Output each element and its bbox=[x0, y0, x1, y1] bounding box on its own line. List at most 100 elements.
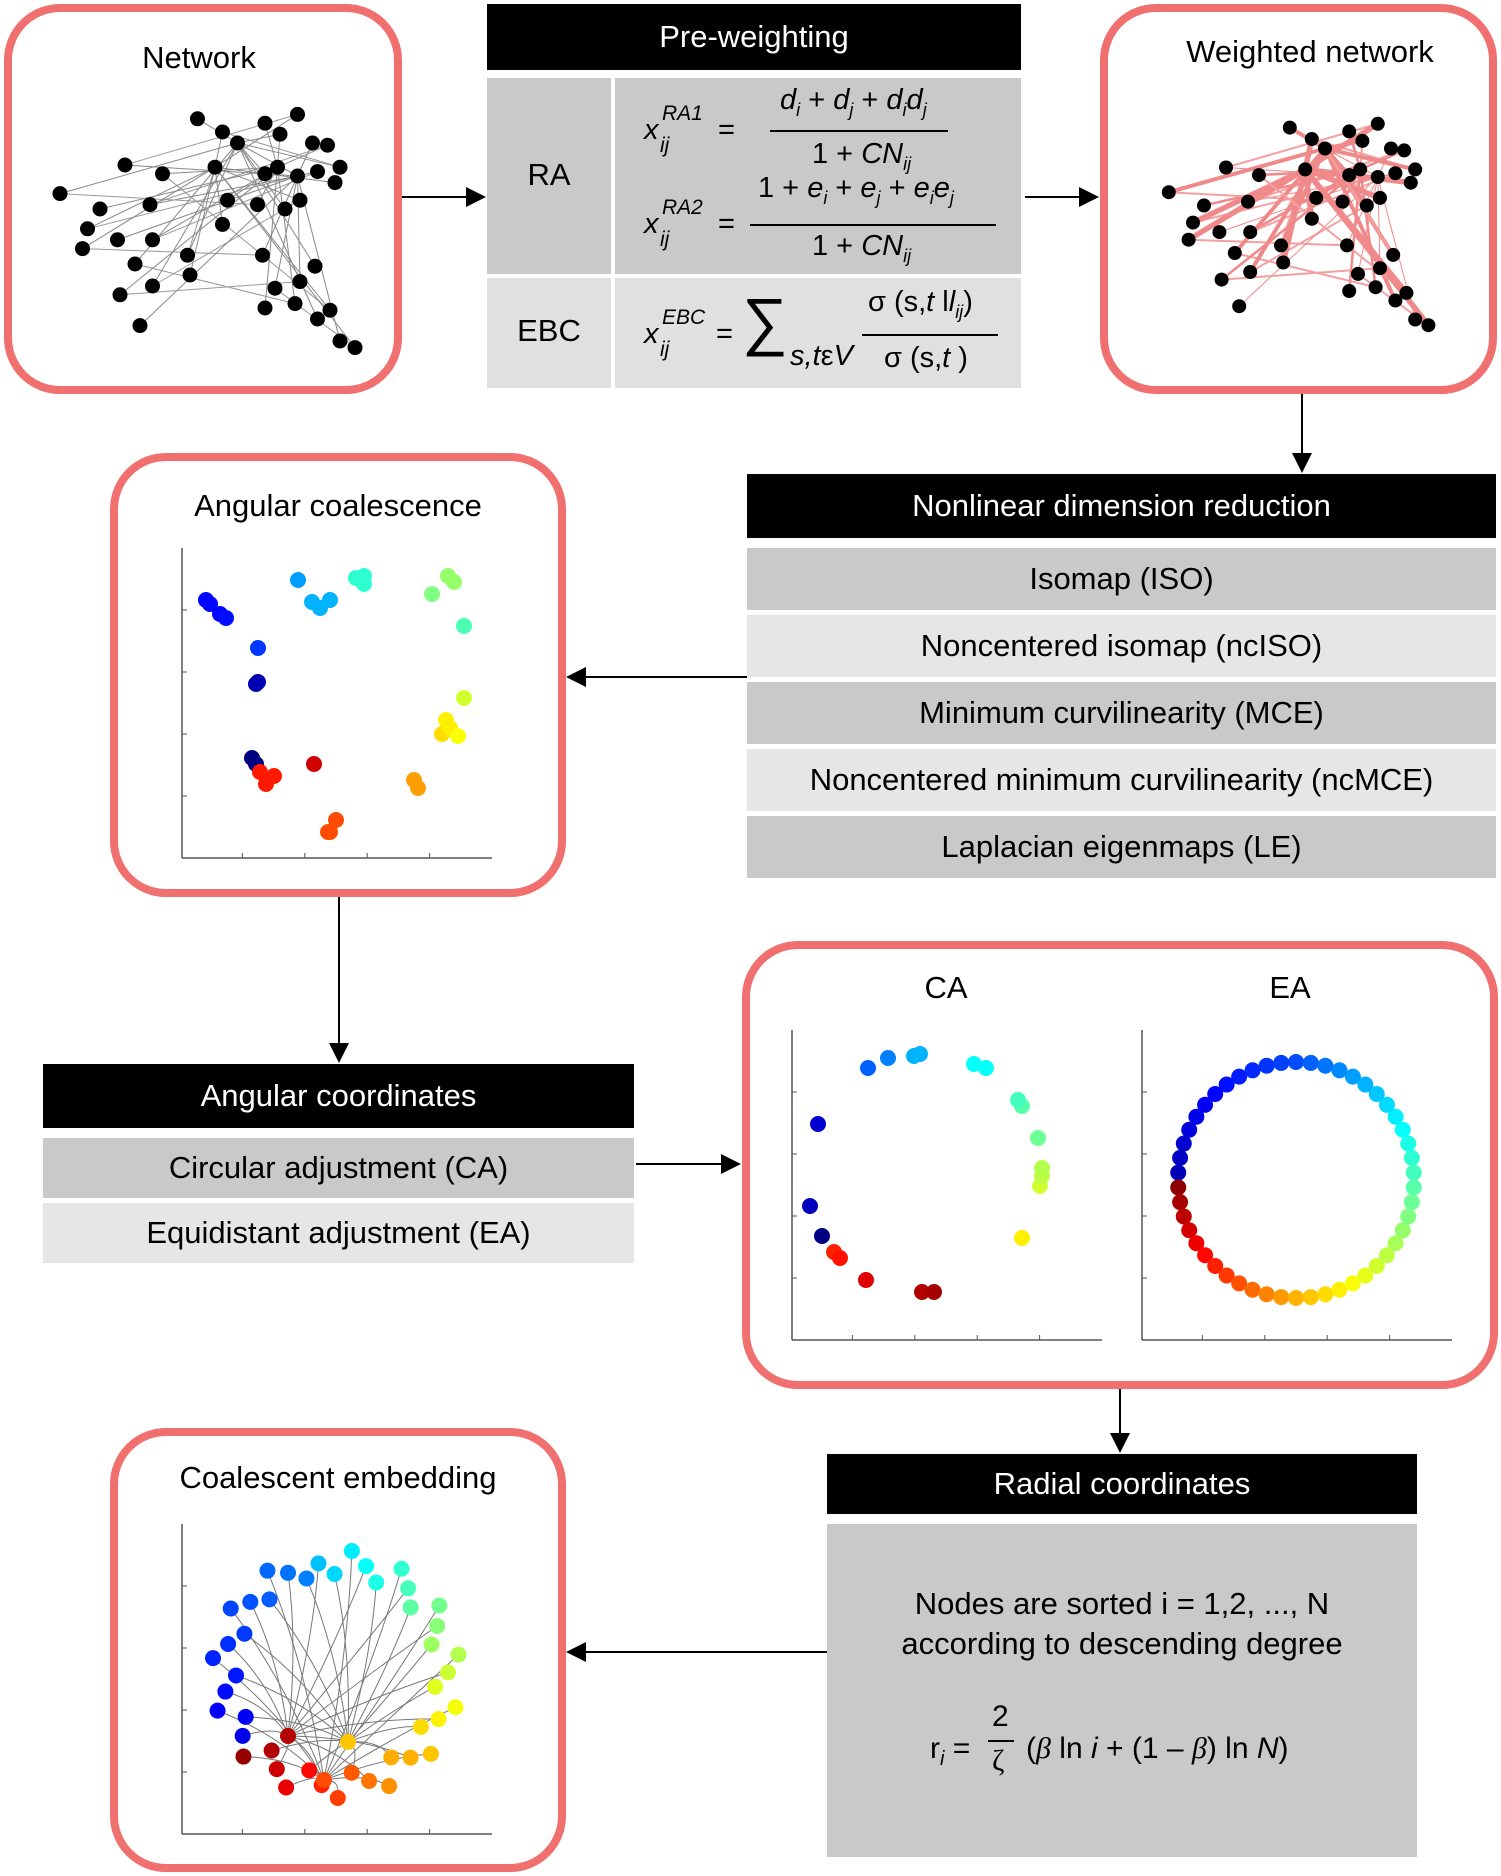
network-node bbox=[310, 164, 325, 180]
ea-point bbox=[1378, 1247, 1395, 1264]
ndr-item-nciso: Noncentered isomap (ncISO) bbox=[747, 615, 1496, 677]
embedding-node bbox=[329, 1789, 346, 1806]
network-node bbox=[215, 216, 230, 232]
network-edge bbox=[139, 175, 298, 326]
ea-point bbox=[1331, 1062, 1348, 1079]
embedding-edge bbox=[287, 1625, 438, 1737]
ca-point bbox=[814, 1228, 830, 1244]
scatter-point bbox=[218, 610, 234, 626]
ca-point bbox=[906, 1048, 922, 1064]
network-node bbox=[182, 267, 198, 283]
embedding-node bbox=[423, 1636, 440, 1653]
network-node bbox=[1186, 215, 1200, 230]
embedding-node bbox=[430, 1711, 447, 1728]
embedding-node bbox=[402, 1749, 419, 1766]
scatter-point bbox=[424, 586, 440, 602]
ea-point bbox=[1172, 1194, 1189, 1211]
scatter-point bbox=[306, 756, 322, 772]
scatter-point bbox=[328, 812, 344, 828]
network-edge bbox=[1324, 146, 1416, 172]
network-edge bbox=[1346, 176, 1379, 246]
ea-point bbox=[1273, 1054, 1290, 1071]
network-node bbox=[180, 247, 195, 263]
ra-label: RA bbox=[527, 157, 571, 192]
radial-coordinates-body bbox=[827, 1524, 1417, 1857]
ebc-formula-cell bbox=[615, 278, 1021, 388]
network-edge bbox=[187, 142, 238, 256]
embedding-hub bbox=[340, 1734, 356, 1750]
network-edge bbox=[59, 142, 238, 195]
network-node bbox=[1388, 166, 1403, 181]
network-node bbox=[1243, 225, 1258, 240]
embedding-edge bbox=[287, 1671, 449, 1737]
embedding-edge bbox=[245, 1716, 349, 1743]
ea-point bbox=[1368, 1258, 1385, 1275]
angular-coalescence-title: Angular coalescence bbox=[194, 488, 482, 523]
embedding-node bbox=[381, 1778, 398, 1795]
network-node bbox=[1181, 232, 1196, 247]
equidistant-adjustment-row: Equidistant adjustment (EA) bbox=[43, 1203, 634, 1263]
network-node bbox=[145, 278, 160, 294]
embedding-node bbox=[205, 1650, 222, 1667]
embedding-edge bbox=[347, 1582, 377, 1743]
ea-point bbox=[1378, 1096, 1395, 1113]
ea-point bbox=[1181, 1222, 1198, 1239]
ea-point bbox=[1188, 1235, 1205, 1252]
network-node bbox=[1342, 124, 1357, 139]
embedding-node bbox=[209, 1702, 226, 1719]
coalescent-embedding-graph bbox=[181, 1524, 492, 1835]
ea-point bbox=[1400, 1208, 1417, 1225]
embedding-node bbox=[234, 1727, 251, 1744]
circular-adjustment-row: Circular adjustment (CA) bbox=[43, 1138, 634, 1198]
embedding-node bbox=[429, 1618, 446, 1635]
network-node bbox=[75, 241, 90, 257]
ea-point bbox=[1288, 1054, 1304, 1070]
network-node bbox=[332, 159, 348, 175]
network-edge bbox=[214, 166, 331, 311]
ea-point bbox=[1331, 1281, 1348, 1298]
embedding-node bbox=[237, 1708, 254, 1725]
network-node bbox=[322, 302, 338, 318]
ea-point bbox=[1387, 1108, 1404, 1125]
embedding-node bbox=[326, 1566, 343, 1583]
network-node bbox=[1298, 162, 1313, 177]
network-edge bbox=[297, 175, 301, 282]
embedding-node bbox=[450, 1646, 467, 1663]
ea-point bbox=[1258, 1286, 1275, 1303]
network-node bbox=[250, 197, 265, 213]
ea-point bbox=[1394, 1222, 1411, 1239]
network-node bbox=[257, 166, 273, 182]
network-node bbox=[1197, 198, 1211, 213]
network-node bbox=[1212, 225, 1227, 240]
embedding-edge bbox=[287, 1588, 409, 1737]
ea-point bbox=[1302, 1054, 1319, 1071]
network-node bbox=[1340, 238, 1354, 253]
embedding-node bbox=[310, 1555, 327, 1572]
embedding-node bbox=[368, 1574, 385, 1591]
ea-point bbox=[1317, 1286, 1334, 1303]
ca-title: CA bbox=[924, 970, 968, 1005]
scatter-point bbox=[322, 592, 338, 608]
embedding-node bbox=[412, 1718, 429, 1735]
ea-point bbox=[1207, 1085, 1224, 1102]
embedding-node bbox=[268, 1761, 285, 1778]
scatter-point bbox=[248, 676, 264, 692]
ea-point bbox=[1175, 1135, 1192, 1152]
embedding-edge bbox=[323, 1753, 431, 1781]
ea-point bbox=[1394, 1121, 1411, 1138]
embedding-node bbox=[301, 1762, 318, 1779]
network-node bbox=[1368, 280, 1383, 295]
network-node bbox=[1309, 190, 1324, 205]
embedding-node bbox=[263, 1742, 280, 1759]
network-edge bbox=[99, 166, 278, 210]
network-node bbox=[155, 166, 170, 182]
ea-point bbox=[1405, 1179, 1422, 1196]
scatter-point bbox=[266, 768, 282, 784]
ca-point bbox=[1030, 1130, 1046, 1146]
network-edge bbox=[149, 144, 328, 206]
embedding-edge bbox=[323, 1551, 353, 1781]
network-edge bbox=[152, 166, 278, 241]
network-node bbox=[1373, 190, 1387, 205]
ca-point bbox=[860, 1060, 876, 1076]
network-node bbox=[1252, 168, 1266, 183]
